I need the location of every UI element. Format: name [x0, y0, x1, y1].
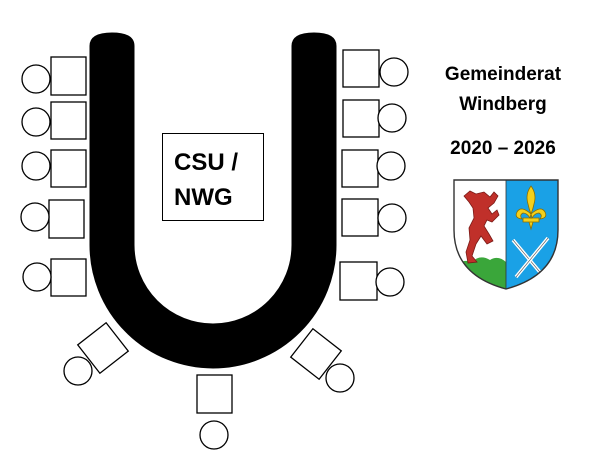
chair-square — [76, 321, 130, 375]
person-circle — [325, 363, 355, 393]
person-circle — [21, 64, 51, 94]
chair-square — [50, 56, 87, 96]
seat-front-right — [289, 327, 355, 393]
seat-left-1 — [21, 56, 87, 96]
crest-fleur — [515, 185, 547, 231]
person-circle — [375, 267, 405, 297]
chair-square — [342, 99, 380, 138]
person-circle — [379, 57, 409, 87]
seat-right-1 — [342, 49, 409, 88]
chair-square — [289, 327, 343, 381]
council-title-line-2: Windberg — [459, 94, 547, 115]
chair-square — [342, 49, 380, 88]
party-label-box: CSU / NWG — [162, 133, 264, 221]
chair-square — [341, 149, 379, 188]
person-circle — [21, 107, 51, 137]
u-shaped-table — [89, 32, 337, 369]
term-period: 2020 – 2026 — [450, 138, 556, 159]
seat-front-left — [63, 321, 130, 386]
person-circle — [199, 420, 229, 450]
chair-square — [50, 258, 87, 297]
person-circle — [63, 356, 93, 386]
seat-left-5 — [22, 258, 87, 297]
person-circle — [21, 151, 51, 181]
council-title-line-1: Gemeinderat — [444, 64, 562, 85]
crest-wolf — [463, 190, 500, 264]
crest-cross-2-edge — [515, 237, 549, 278]
seat-left-2 — [21, 101, 87, 140]
seat-front-center — [196, 374, 233, 450]
seat-right-4 — [341, 198, 407, 237]
chair-square — [196, 374, 233, 414]
council-title: Gemeinderat Windberg 2020 – 2026 — [418, 60, 588, 164]
chair-square — [50, 149, 87, 188]
seat-right-3 — [341, 149, 406, 188]
seat-left-4 — [20, 199, 85, 239]
seat-right-2 — [342, 99, 407, 138]
chair-square — [341, 198, 379, 237]
party-label-line-1: CSU / — [174, 149, 239, 176]
person-circle — [377, 103, 407, 133]
person-circle — [377, 203, 407, 233]
seat-right-5 — [339, 261, 405, 301]
seat-left-3 — [21, 149, 87, 188]
person-circle — [20, 202, 50, 232]
chair-square — [339, 261, 378, 301]
person-circle — [22, 262, 52, 292]
crest-icon — [453, 179, 559, 290]
chair-square — [50, 101, 87, 140]
crest-cross-1-edge — [512, 239, 545, 278]
chair-square — [48, 199, 85, 239]
person-circle — [376, 151, 406, 181]
party-label-line-2: NWG — [174, 184, 233, 211]
